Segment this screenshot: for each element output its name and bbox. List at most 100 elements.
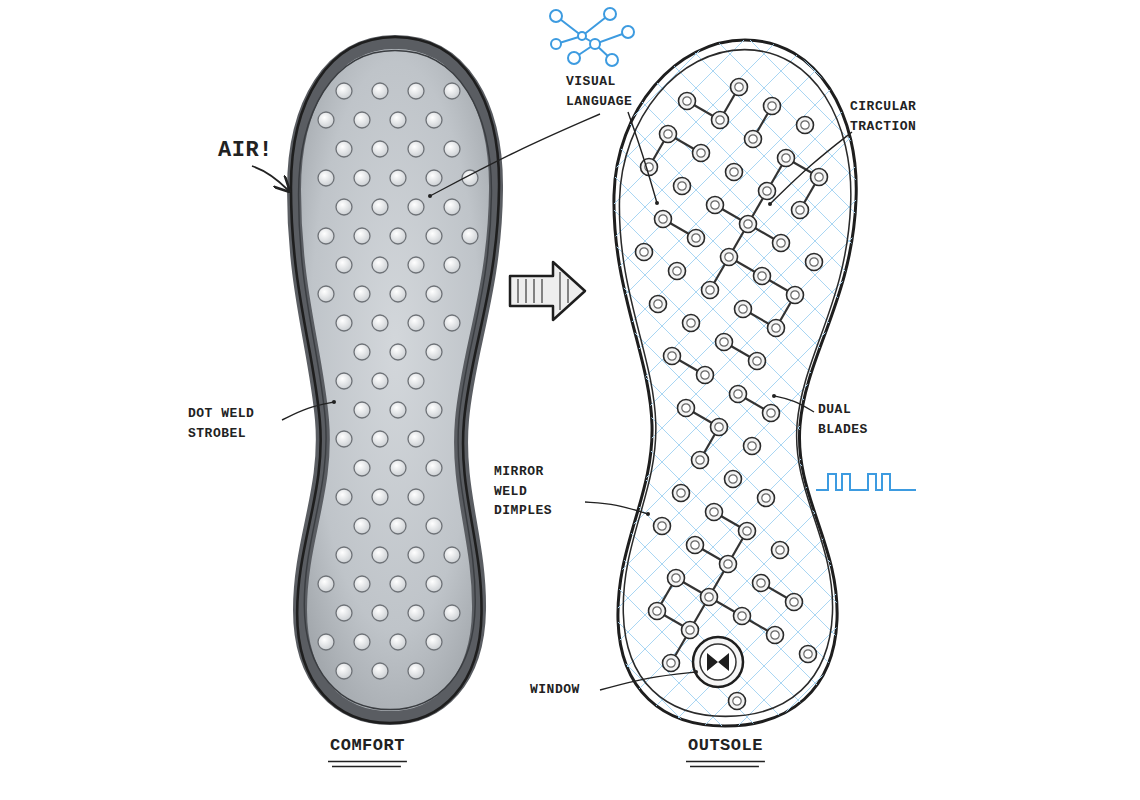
circular-lug: [678, 400, 695, 417]
weld-dot: [408, 489, 424, 505]
circular-lug: [773, 235, 790, 252]
weld-dot: [408, 315, 424, 331]
circular-lug: [654, 518, 671, 535]
circular-lug: [692, 452, 709, 469]
weld-dot: [390, 344, 406, 360]
grid-line: [0, 20, 702, 740]
grid-line: [0, 20, 50, 740]
grid-line: [146, 20, 866, 740]
lug-ring: [773, 235, 790, 252]
callout-label: CIRCULAR TRACTION: [850, 97, 930, 136]
lug-center: [710, 508, 718, 516]
underlines: [328, 762, 765, 767]
lug-ring: [772, 542, 789, 559]
grid-line: [696, 20, 1140, 740]
weld-dot: [390, 402, 406, 418]
lug-ring: [702, 282, 719, 299]
grid-line: [826, 20, 1140, 740]
weld-dot: [444, 315, 460, 331]
lug-center: [776, 546, 784, 554]
weld-dot: [372, 547, 388, 563]
lug-ring: [721, 249, 738, 266]
lug-center: [678, 182, 686, 190]
weld-dot: [462, 228, 478, 244]
callout-label: DUAL BLADES: [818, 400, 898, 439]
lug-center: [738, 612, 746, 620]
grid-line: [0, 20, 464, 740]
grid-line: [554, 20, 1140, 740]
grid-line: [492, 20, 1140, 740]
circular-lug: [650, 296, 667, 313]
lug-ring: [797, 117, 814, 134]
circular-lug: [744, 438, 761, 455]
callout-label: DOT WELD STROBEL: [188, 404, 278, 443]
lug-ring: [786, 594, 803, 611]
lug-ring: [693, 145, 710, 162]
grid-line: [0, 20, 594, 740]
lug-ring: [674, 178, 691, 195]
lug-center: [696, 456, 704, 464]
lug-center: [705, 593, 713, 601]
lug-ring: [711, 419, 728, 436]
lug-center: [735, 83, 743, 91]
weld-dot: [426, 518, 442, 534]
lug-ring: [682, 622, 699, 639]
weld-dot: [408, 199, 424, 215]
weld-dot: [318, 112, 334, 128]
comfort-sole-outline: [291, 37, 499, 723]
weld-dot: [390, 170, 406, 186]
lug-ring: [730, 386, 747, 403]
lug-center: [749, 135, 757, 143]
grid-line: [928, 20, 1140, 740]
circular-lug: [687, 537, 704, 554]
lug-center: [748, 442, 756, 450]
lug-center: [659, 215, 667, 223]
weld-dot: [354, 170, 370, 186]
lug-ring: [729, 693, 746, 710]
circular-lug: [740, 216, 757, 233]
outsole: [614, 40, 856, 726]
grid-line: [0, 20, 288, 740]
circular-lug: [721, 249, 738, 266]
weld-dot: [408, 83, 424, 99]
grid-line: [0, 20, 396, 740]
grid-line: [0, 20, 220, 740]
lug-center: [677, 489, 685, 497]
weld-dot: [318, 634, 334, 650]
weld-dot: [390, 576, 406, 592]
grid-line: [0, 20, 424, 740]
callout-label: VISUAL LANGUAGE: [566, 72, 648, 111]
grid-line: [792, 20, 1140, 740]
lug-center: [733, 697, 741, 705]
weld-dot: [390, 518, 406, 534]
circular-lug: [739, 523, 756, 540]
weld-dot: [336, 373, 352, 389]
lug-ring: [669, 263, 686, 280]
lug-ring: [660, 126, 677, 143]
circular-lug: [764, 98, 781, 115]
circular-lug: [674, 178, 691, 195]
weld-dot: [444, 199, 460, 215]
leader-dot: [332, 400, 336, 404]
lug-ring: [720, 556, 737, 573]
weld-dot: [354, 402, 370, 418]
circular-lug: [720, 556, 737, 573]
grid-line: [0, 20, 430, 740]
leader-dot: [694, 670, 698, 674]
grid-line: [832, 20, 1140, 740]
lug-ring: [655, 211, 672, 228]
weld-dot: [408, 373, 424, 389]
lug-ring: [811, 169, 828, 186]
grid-line: [0, 20, 532, 740]
lug-center: [640, 248, 648, 256]
circular-lug: [778, 150, 795, 167]
lug-center: [804, 650, 812, 658]
leader-line: [600, 672, 696, 690]
grid-line: [0, 20, 152, 740]
lug-ring: [664, 348, 681, 365]
grid-line: [0, 20, 186, 740]
circular-lug: [772, 542, 789, 559]
weld-dot: [336, 141, 352, 157]
circular-lug: [763, 405, 780, 422]
